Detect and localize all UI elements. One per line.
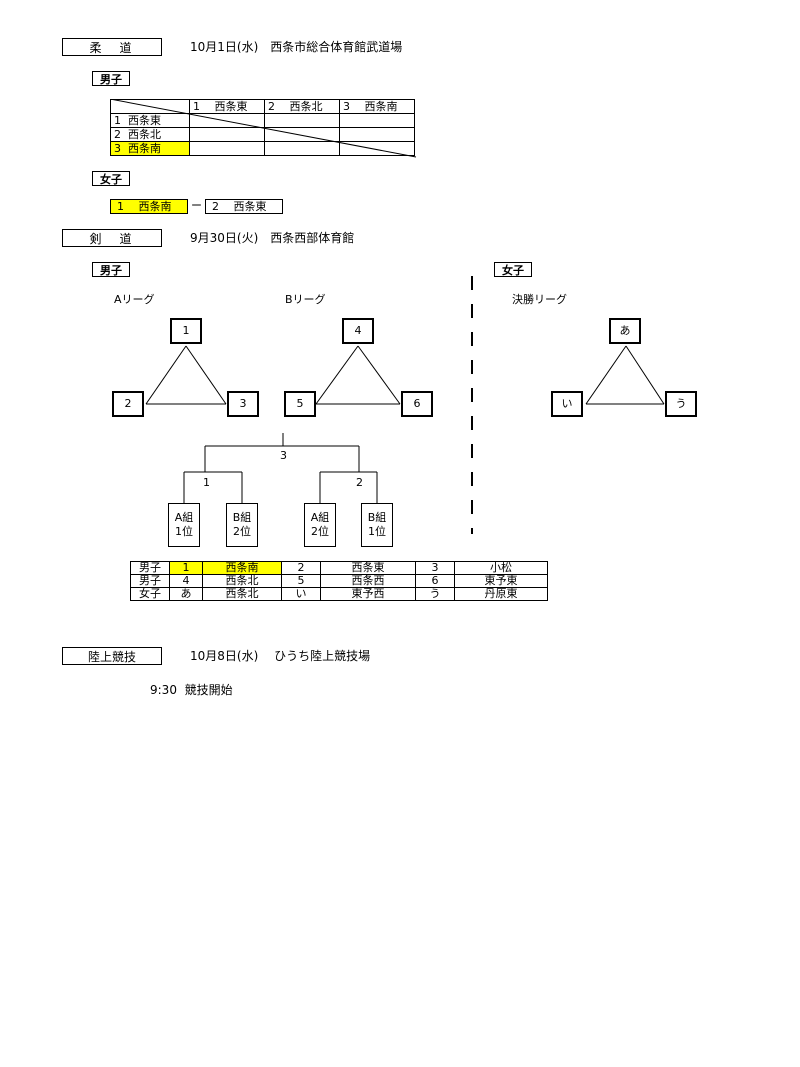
judo-girls-team-left: 1 西条南 — [110, 199, 188, 214]
match-cell-team-1: 西条南 — [202, 561, 282, 575]
bracket-slot: A組 1位 — [168, 503, 200, 547]
slot-rank: 1位 — [368, 525, 386, 538]
bracket-right-label: 2 — [356, 476, 363, 489]
match-cell-team-2: 東予西 — [320, 587, 416, 601]
match-cell-seed-2: 5 — [281, 574, 321, 588]
match-row: 女子あ西条北い東予西う丹原東 — [130, 587, 548, 601]
judo-row-header-highlight: 3 西条南 — [110, 141, 190, 156]
match-cell-team-2: 西条西 — [320, 574, 416, 588]
judo-girls-team-right: 2 西条東 — [205, 199, 283, 214]
match-cell-seed-3: 3 — [415, 561, 455, 575]
judo-girls-dash: ー — [191, 199, 202, 212]
b-league-node-6: 6 — [401, 391, 433, 417]
a-league-node-1: 1 — [170, 318, 202, 344]
match-cell-team-2: 西条東 — [320, 561, 416, 575]
athletics-info: 10月8日(水) ひうち陸上競技場 — [190, 649, 371, 663]
kendo-diagram-lines — [145, 276, 665, 534]
athletics-note: 9:30 競技開始 — [150, 683, 233, 697]
match-cell-gender: 女子 — [130, 587, 170, 601]
kendo-girls-label: 女子 — [494, 262, 532, 277]
a-league-node-3: 3 — [227, 391, 259, 417]
slot-rank: 2位 — [233, 525, 251, 538]
slot-group: B組 — [232, 511, 252, 524]
match-cell-team-3: 小松 — [454, 561, 548, 575]
match-cell-gender: 男子 — [130, 574, 170, 588]
b-league-label: Bリーグ — [285, 293, 326, 306]
judo-boys-label: 男子 — [92, 71, 130, 86]
match-cell-seed-3: う — [415, 587, 455, 601]
kendo-info: 9月30日(火) 西条西部体育館 — [190, 231, 355, 245]
judo-boys-table: 1 西条東 2 西条北 3 西条南 1 西条東 2 西条北 3 西条南 — [110, 99, 415, 156]
match-cell-seed-2: い — [281, 587, 321, 601]
match-cell-seed-1: あ — [169, 587, 203, 601]
match-cell-team-3: 丹原東 — [454, 587, 548, 601]
final-league-label: 決勝リーグ — [512, 293, 567, 306]
match-cell-seed-2: 2 — [281, 561, 321, 575]
b-league-node-4: 4 — [342, 318, 374, 344]
a-league-node-2: 2 — [112, 391, 144, 417]
bracket-slot: B組 2位 — [226, 503, 258, 547]
match-cell-team-3: 東予東 — [454, 574, 548, 588]
kendo-boys-label: 男子 — [92, 262, 130, 277]
final-league-node-u: う — [665, 391, 697, 417]
athletics-header: 陸上競技 — [62, 647, 162, 665]
final-league-node-i: い — [551, 391, 583, 417]
judo-info: 10月1日(水) 西条市総合体育館武道場 — [190, 40, 403, 54]
match-cell-gender: 男子 — [130, 561, 170, 575]
a-league-label: Aリーグ — [114, 293, 155, 306]
slot-group: A組 — [310, 511, 330, 524]
match-cell-seed-3: 6 — [415, 574, 455, 588]
match-cell-team-1: 西条北 — [202, 574, 282, 588]
b-league-node-5: 5 — [284, 391, 316, 417]
bracket-left-label: 1 — [203, 476, 210, 489]
slot-group: A組 — [174, 511, 194, 524]
match-cell-seed-1: 4 — [169, 574, 203, 588]
match-cell-seed-1: 1 — [169, 561, 203, 575]
bracket-final-label: 3 — [280, 449, 287, 462]
slot-group: B組 — [367, 511, 387, 524]
bracket-slot: A組 2位 — [304, 503, 336, 547]
judo-col-header: 2 西条北 — [264, 99, 340, 114]
judo-header: 柔 道 — [62, 38, 162, 56]
slot-rank: 2位 — [311, 525, 329, 538]
bracket-slot: B組 1位 — [361, 503, 393, 547]
judo-girls-label: 女子 — [92, 171, 130, 186]
slot-rank: 1位 — [175, 525, 193, 538]
kendo-header: 剣 道 — [62, 229, 162, 247]
match-cell-team-1: 西条北 — [202, 587, 282, 601]
final-league-node-a: あ — [609, 318, 641, 344]
